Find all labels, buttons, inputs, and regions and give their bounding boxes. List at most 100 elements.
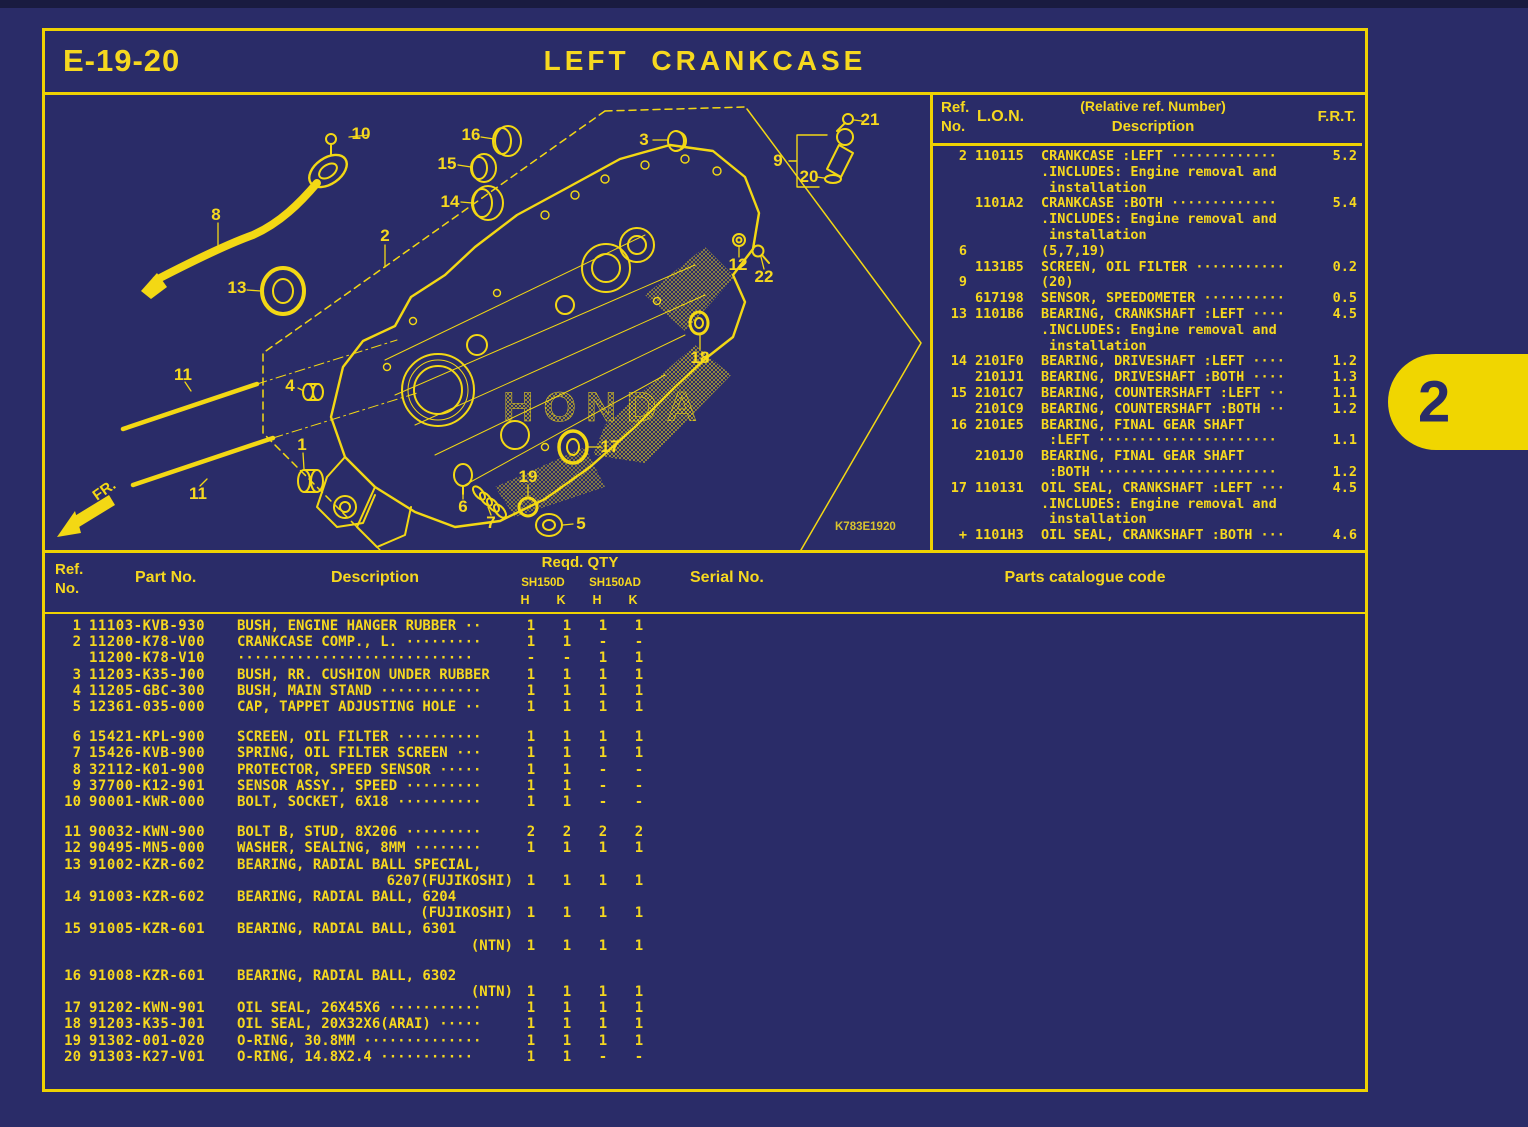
diagram-callout-11: 11 (189, 484, 207, 503)
ref-table-row: 9(20) (958, 274, 1074, 291)
col-description: Description (330, 569, 419, 586)
ref-table-row: installation (1041, 180, 1147, 196)
row-gap (45, 954, 1365, 968)
ref-table-row: :LEFT ······················1.1 (1041, 432, 1357, 449)
diagram-callout-9: 9 (773, 151, 783, 170)
ref-table-row: .INCLUDES: Engine removal and (1041, 322, 1277, 338)
col-sub-k1: K (556, 593, 566, 607)
diagram-callout-14: 14 (440, 192, 460, 211)
col-lon: L.O.N. (977, 108, 1025, 125)
col-part-no: Part No. (135, 569, 197, 586)
dashed-outline-top (604, 106, 746, 112)
protector-arm (152, 179, 321, 284)
diagram-callout-5: 5 (576, 514, 586, 533)
diagram-callout-2: 2 (380, 226, 390, 245)
col-serial-no: Serial No. (690, 569, 764, 586)
diagram-callout-8: 8 (211, 205, 221, 224)
page-frame: E-19-20 LEFT CRANKCASE (42, 28, 1368, 1092)
diagram-callout-4: 4 (285, 376, 295, 395)
col-model-sh150d: SH150D (521, 577, 565, 589)
diagram-callout-1: 1 (297, 435, 307, 454)
diagram-callout-12: 12 (728, 255, 748, 274)
parts-table-row: 11200-K78-V10···························… (89, 650, 644, 667)
col-description: Description (1111, 118, 1195, 135)
diagram-callout-13: 13 (227, 278, 247, 297)
plate-code: K783E1920 (835, 521, 896, 533)
fr-arrow (73, 495, 115, 527)
honda-watermark: HONDA (503, 383, 707, 430)
diagram-callout-22: 22 (754, 267, 774, 286)
ref-table-row: .INCLUDES: Engine removal and (1041, 496, 1277, 512)
diagram-callout-20: 20 (799, 167, 819, 186)
row-gap (45, 715, 1365, 729)
reference-table-header: Ref. No. L.O.N. (Relative ref. Number) D… (933, 95, 1362, 146)
diagram-callout-11: 11 (174, 365, 192, 384)
ref-table-row: .INCLUDES: Engine removal and (1041, 164, 1277, 180)
diagram-callout-21: 21 (860, 110, 880, 129)
diagram-callout-7: 7 (486, 513, 496, 532)
col-model-sh150ad: SH150AD (589, 577, 641, 589)
col-relative-ref: (Relative ref. Number) (1080, 98, 1226, 114)
row-gap (45, 810, 1365, 824)
ref-table-row: installation (1041, 338, 1147, 354)
col-sub-k2: K (628, 593, 638, 607)
col-sub-h2: H (592, 593, 602, 607)
page-header: E-19-20 LEFT CRANKCASE (45, 31, 1365, 95)
section-tab-number: 2 (1418, 369, 1451, 435)
top-strip (0, 0, 1528, 8)
col-frt: F.R.T. (1317, 108, 1356, 125)
diagram-callout-16: 16 (461, 125, 481, 144)
diagram-callout-6: 6 (458, 497, 468, 516)
ref-table-row: installation (1041, 227, 1147, 243)
ref-table-row: 6(5,7,19) (958, 242, 1107, 259)
col-reqd-qty: Reqd. QTY (541, 554, 619, 571)
exploded-diagram: FR. HONDA K783E1920 (57, 106, 922, 550)
diagram-callout-15: 15 (437, 154, 457, 173)
col-ref: Ref. (55, 561, 84, 578)
diagram-callout-19: 19 (518, 467, 538, 486)
diagram-callout-17: 17 (600, 437, 620, 456)
page-title: LEFT CRANKCASE (543, 45, 867, 76)
ref-table-row: :BOTH ······················1.2 (1041, 463, 1357, 480)
col-ref: Ref. (941, 99, 970, 116)
col-no: No. (55, 580, 80, 597)
col-no: No. (941, 118, 966, 135)
ref-table-row: installation (1041, 512, 1147, 528)
section-code: E-19-20 (63, 43, 181, 78)
diagram-callout-10: 10 (351, 124, 371, 143)
col-parts-catalogue-code: Parts catalogue code (1004, 569, 1166, 586)
col-sub-h1: H (520, 593, 530, 607)
section-tab[interactable]: 2 (1388, 354, 1528, 450)
